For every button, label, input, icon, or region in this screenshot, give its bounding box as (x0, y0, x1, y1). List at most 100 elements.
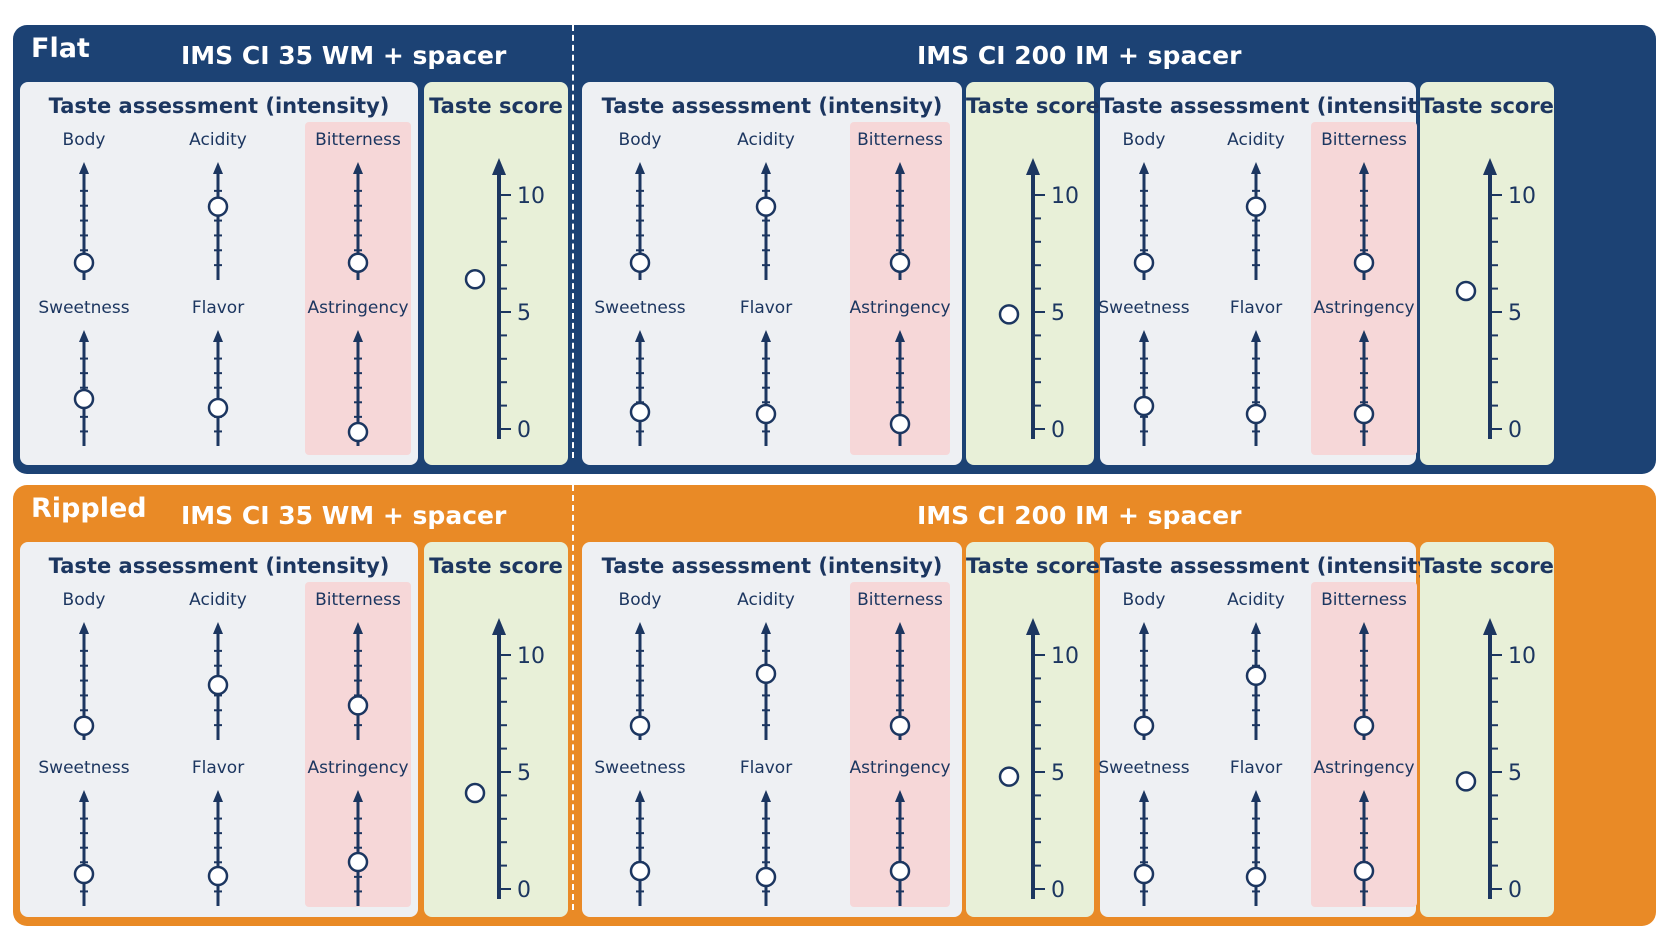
attr-axis-arrow (895, 162, 905, 174)
attr-axis-arrow (895, 790, 905, 802)
attr-axis-arrow (1359, 622, 1369, 634)
score-axis-arrow (1026, 158, 1040, 175)
attr-label-bitterness: Bitterness (857, 590, 943, 610)
attr-label-astringency: Astringency (1313, 758, 1415, 778)
attr-label-astringency: Astringency (307, 298, 409, 318)
attr-marker (629, 715, 651, 737)
attr-label-bitterness: Bitterness (857, 130, 943, 150)
row-label-flat: Flat (31, 33, 90, 64)
attr-marker (1353, 860, 1375, 882)
attr-marker (1245, 665, 1267, 687)
score-tick-label: 5 (517, 301, 531, 326)
attr-label-bitterness: Bitterness (315, 590, 401, 610)
score-panel: Taste score (1420, 542, 1554, 917)
attr-label-body: Body (618, 590, 662, 610)
attr-axis-arrow (1359, 790, 1369, 802)
score-panel: Taste score (424, 82, 568, 465)
attr-marker (73, 388, 95, 410)
attr-label-bitterness: Bitterness (315, 130, 401, 150)
row-label-rippled: Rippled (31, 493, 147, 524)
attr-axis-arrow (1251, 162, 1261, 174)
attr-label-sweetness: Sweetness (38, 298, 130, 318)
attr-label-flavor: Flavor (1229, 298, 1283, 318)
score-tick-label: 10 (1051, 644, 1079, 669)
score-marker (1455, 771, 1477, 792)
score-tick-label: 0 (1508, 418, 1522, 443)
attr-marker (1133, 715, 1155, 737)
attr-axis-arrow (635, 330, 645, 342)
attr-marker (1133, 395, 1155, 417)
attr-axis-arrow (1359, 330, 1369, 342)
score-tick-label: 10 (1508, 644, 1536, 669)
score-panel: Taste score (1420, 82, 1554, 465)
attr-axis-arrow (1139, 162, 1149, 174)
attr-marker (755, 403, 777, 425)
score-marker (1455, 280, 1477, 302)
attr-marker (755, 866, 777, 888)
attr-label-acidity: Acidity (189, 130, 247, 150)
attr-axis-arrow (1139, 790, 1149, 802)
attr-marker (1353, 715, 1375, 737)
attr-label-flavor: Flavor (191, 298, 245, 318)
score-panel: Taste score (966, 82, 1100, 465)
attr-label-body: Body (62, 590, 106, 610)
score-axis-arrow (492, 618, 506, 635)
attr-axis-arrow (1139, 622, 1149, 634)
attr-marker (73, 252, 95, 273)
attr-label-flavor: Flavor (739, 758, 793, 778)
attr-marker (755, 196, 777, 217)
attr-axis-arrow (895, 330, 905, 342)
attr-axis-arrow (79, 330, 89, 342)
score-tick-label: 5 (1508, 761, 1522, 786)
attr-label-body: Body (618, 130, 662, 150)
score-heading: Taste score (966, 94, 1100, 118)
attr-marker (889, 860, 911, 882)
attr-axis-arrow (635, 622, 645, 634)
group-title-35wm-rippled: IMS CI 35 WM + spacer (181, 501, 507, 530)
attr-marker (207, 397, 229, 419)
attr-label-bitterness: Bitterness (1321, 590, 1407, 610)
attr-axis-arrow (761, 330, 771, 342)
attr-label-flavor: Flavor (1229, 758, 1283, 778)
attr-label-sweetness: Sweetness (1098, 758, 1190, 778)
attr-label-acidity: Acidity (1227, 130, 1285, 150)
attr-axis-arrow (79, 622, 89, 634)
score-marker (464, 782, 486, 804)
attr-axis-arrow (761, 622, 771, 634)
attr-marker (207, 674, 229, 696)
attr-axis-arrow (761, 162, 771, 174)
taste-heading: Taste assessment (intensity) (48, 94, 390, 118)
score-tick-label: 0 (517, 878, 531, 903)
attr-marker (347, 421, 369, 443)
score-tick-label: 5 (1051, 301, 1065, 326)
attr-marker (889, 252, 911, 273)
attr-axis-arrow (353, 790, 363, 802)
attr-marker (347, 695, 369, 716)
score-panel: Taste score (424, 542, 568, 917)
attr-axis-arrow (1251, 622, 1261, 634)
attr-axis-arrow (635, 162, 645, 174)
attr-axis-arrow (1251, 330, 1261, 342)
attr-label-acidity: Acidity (1227, 590, 1285, 610)
taste-heading: Taste assessment (intensity) (48, 554, 390, 578)
attr-marker (1353, 403, 1375, 425)
attr-marker (755, 663, 777, 684)
attr-label-astringency: Astringency (849, 758, 951, 778)
attr-marker (347, 851, 369, 873)
attr-marker (207, 865, 229, 887)
attr-marker (629, 252, 651, 273)
attr-label-astringency: Astringency (1313, 298, 1415, 318)
score-heading: Taste score (966, 554, 1100, 578)
attr-label-sweetness: Sweetness (38, 758, 130, 778)
attr-label-acidity: Acidity (737, 590, 795, 610)
taste-heading: Taste assessment (intensity) (601, 94, 943, 118)
attr-label-flavor: Flavor (739, 298, 793, 318)
score-heading: Taste score (1420, 94, 1554, 118)
attr-label-sweetness: Sweetness (594, 298, 686, 318)
score-tick-label: 5 (517, 761, 531, 786)
score-tick-label: 10 (1051, 184, 1079, 209)
attr-marker (1133, 252, 1155, 273)
score-axis-arrow (492, 158, 506, 175)
score-axis-arrow (1483, 618, 1497, 635)
attr-marker (1133, 863, 1155, 885)
